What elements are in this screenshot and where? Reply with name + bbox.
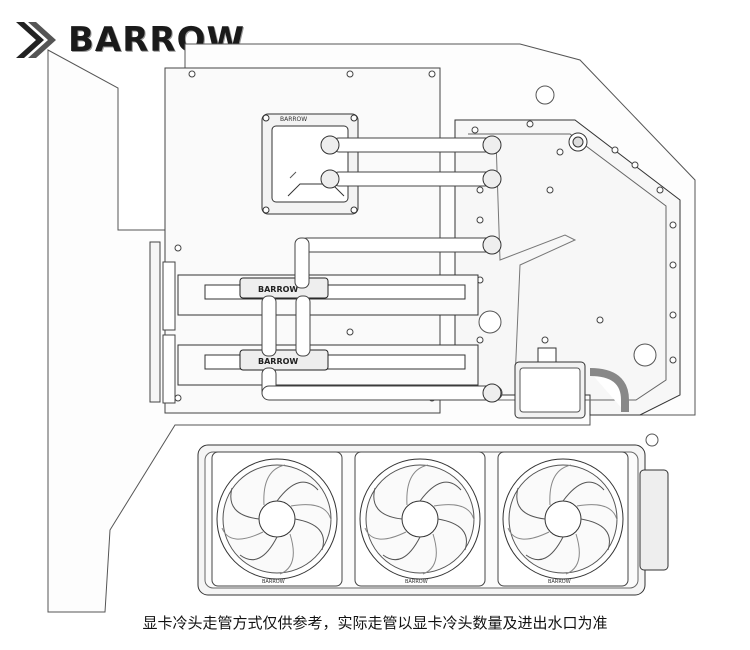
- barrow-chevron-logo-icon: [16, 22, 56, 58]
- fan-2: [354, 451, 486, 587]
- svg-text:BARROW: BARROW: [262, 579, 285, 585]
- fan-hub-labels: BARROW BARROW BARROW: [262, 579, 571, 585]
- distro-port: [633, 343, 657, 367]
- coolant-tubes: [261, 137, 629, 412]
- svg-text:BARROW: BARROW: [405, 579, 428, 585]
- gpu-block-top-label: BARROW: [258, 285, 298, 294]
- fan-3: [497, 451, 629, 587]
- cpu-block-label: BARROW: [280, 116, 307, 123]
- distro-screws: [471, 120, 677, 364]
- illustration-caption: 显卡冷头走管方式仅供参考，实际走管以显卡冷头数量及进出水口为准: [142, 614, 608, 632]
- case-hole: [535, 85, 555, 105]
- fan-1: [211, 451, 343, 587]
- gpu-block-bottom-label: BARROW: [258, 357, 298, 366]
- distro-port: [478, 310, 502, 334]
- svg-text:BARROW: BARROW: [548, 579, 571, 585]
- pci-bracket: [149, 241, 176, 404]
- tube-fittings: [320, 135, 502, 403]
- case-hole: [645, 433, 659, 447]
- cpu-block: [261, 113, 359, 215]
- pump: [514, 347, 586, 419]
